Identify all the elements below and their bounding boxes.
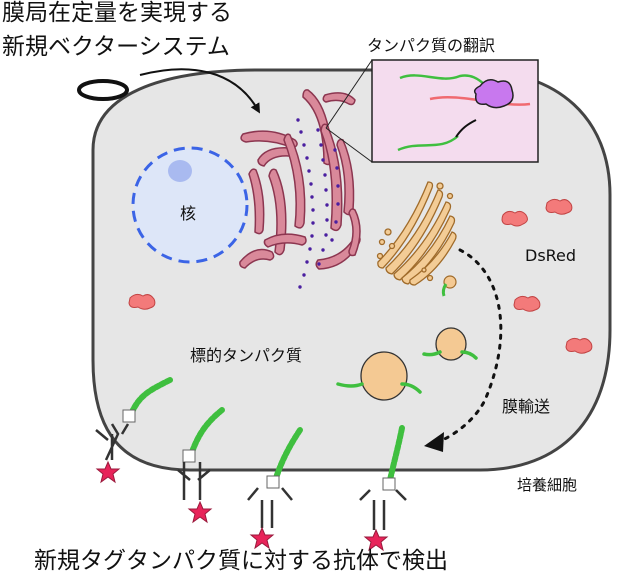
entry-arrow	[139, 68, 260, 114]
vesicle-large	[360, 351, 408, 401]
nucleolus	[168, 160, 192, 182]
bottom-caption: 新規タグタンパク質に対する抗体で検出	[34, 548, 448, 574]
title-line-1: 膜局在定量を実現する	[2, 0, 232, 26]
golgi-apparatus	[376, 181, 457, 286]
dsred-label: DsRed	[525, 246, 577, 265]
cultured-cell-label: 培養細胞	[517, 476, 578, 494]
ribosome	[473, 79, 514, 109]
membrane-protein-2	[177, 407, 225, 524]
small-vesicle-tag	[441, 283, 448, 297]
transport-arrow	[436, 248, 503, 444]
vesicle-medium	[435, 327, 467, 361]
nucleus-label: 核	[180, 204, 197, 223]
membrane-protein-4	[359, 425, 407, 552]
vesicle-tags	[336, 350, 478, 394]
membrane-transport-label: 膜輸送	[502, 397, 551, 416]
inset-leader-top	[325, 59, 373, 129]
inset-leader-bottom	[325, 127, 373, 163]
endoplasmic-reticulum	[239, 89, 361, 270]
transport-arrowhead	[424, 432, 444, 452]
membrane-proteins	[95, 377, 407, 552]
title-line-2: 新規ベクターシステム	[2, 34, 230, 60]
plasmid-ring	[77, 79, 129, 101]
membrane-protein-1	[95, 377, 173, 484]
nascent-peptide-2-end	[455, 119, 477, 138]
target-protein-label: 標的タンパク質	[190, 346, 303, 365]
nascent-peptide-1	[399, 74, 487, 87]
er-ribosomes	[296, 118, 340, 289]
translation-label: タンパク質の翻訳	[367, 36, 496, 55]
membrane-protein-3	[247, 427, 303, 550]
translation-inset	[371, 59, 539, 163]
nascent-peptide-2	[397, 135, 459, 152]
nucleus	[131, 146, 249, 264]
dsred-proteins	[128, 198, 593, 354]
